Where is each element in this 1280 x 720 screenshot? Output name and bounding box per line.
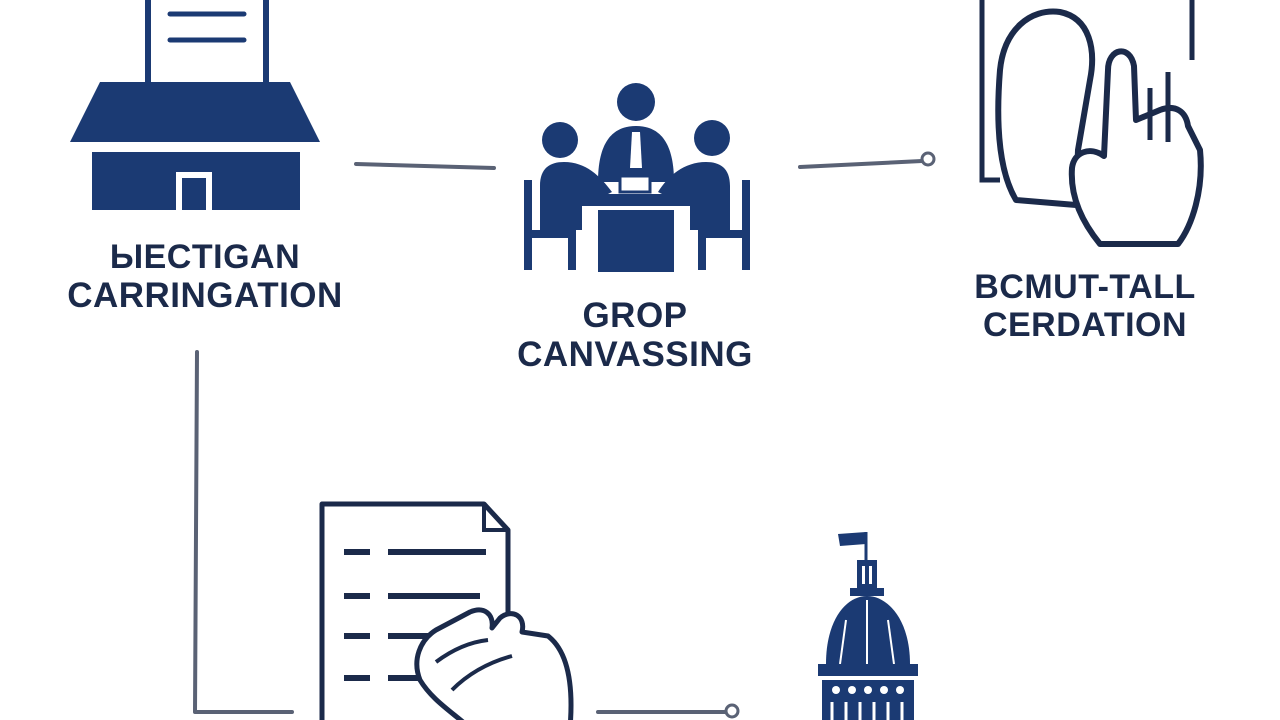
- node-label-certification: BCMUT-TALL CERDATION: [930, 268, 1240, 344]
- node-label-election: ЫECTIGAN CARRINGATION: [40, 238, 370, 315]
- connector-end-dot: [724, 703, 740, 719]
- connector-end-dot: [920, 151, 936, 167]
- connector-election-to-document: [193, 350, 294, 714]
- node-label-line: BCMUT-TALL: [974, 268, 1196, 306]
- document-with-hand-icon: [319, 501, 574, 720]
- hand-on-document-icon: [979, 0, 1204, 247]
- connector-document-to-capitol: [596, 703, 740, 719]
- ballot-box-house-icon: [70, 0, 320, 210]
- node-label-line: CANVASSING: [517, 335, 753, 375]
- capitol-dome-icon: [818, 532, 918, 720]
- connector-election-to-canvassing: [354, 162, 496, 170]
- group-meeting-table-icon: [524, 83, 750, 272]
- node-label-line: ЫECTIGAN: [109, 238, 301, 276]
- node-label-canvassing: GROP CANVASSING: [470, 296, 800, 374]
- node-label-line: CERDATION: [982, 306, 1188, 345]
- node-label-line: CARRINGATION: [67, 276, 343, 316]
- node-label-line: GROP: [582, 296, 688, 335]
- connector-canvassing-to-certification: [798, 151, 936, 169]
